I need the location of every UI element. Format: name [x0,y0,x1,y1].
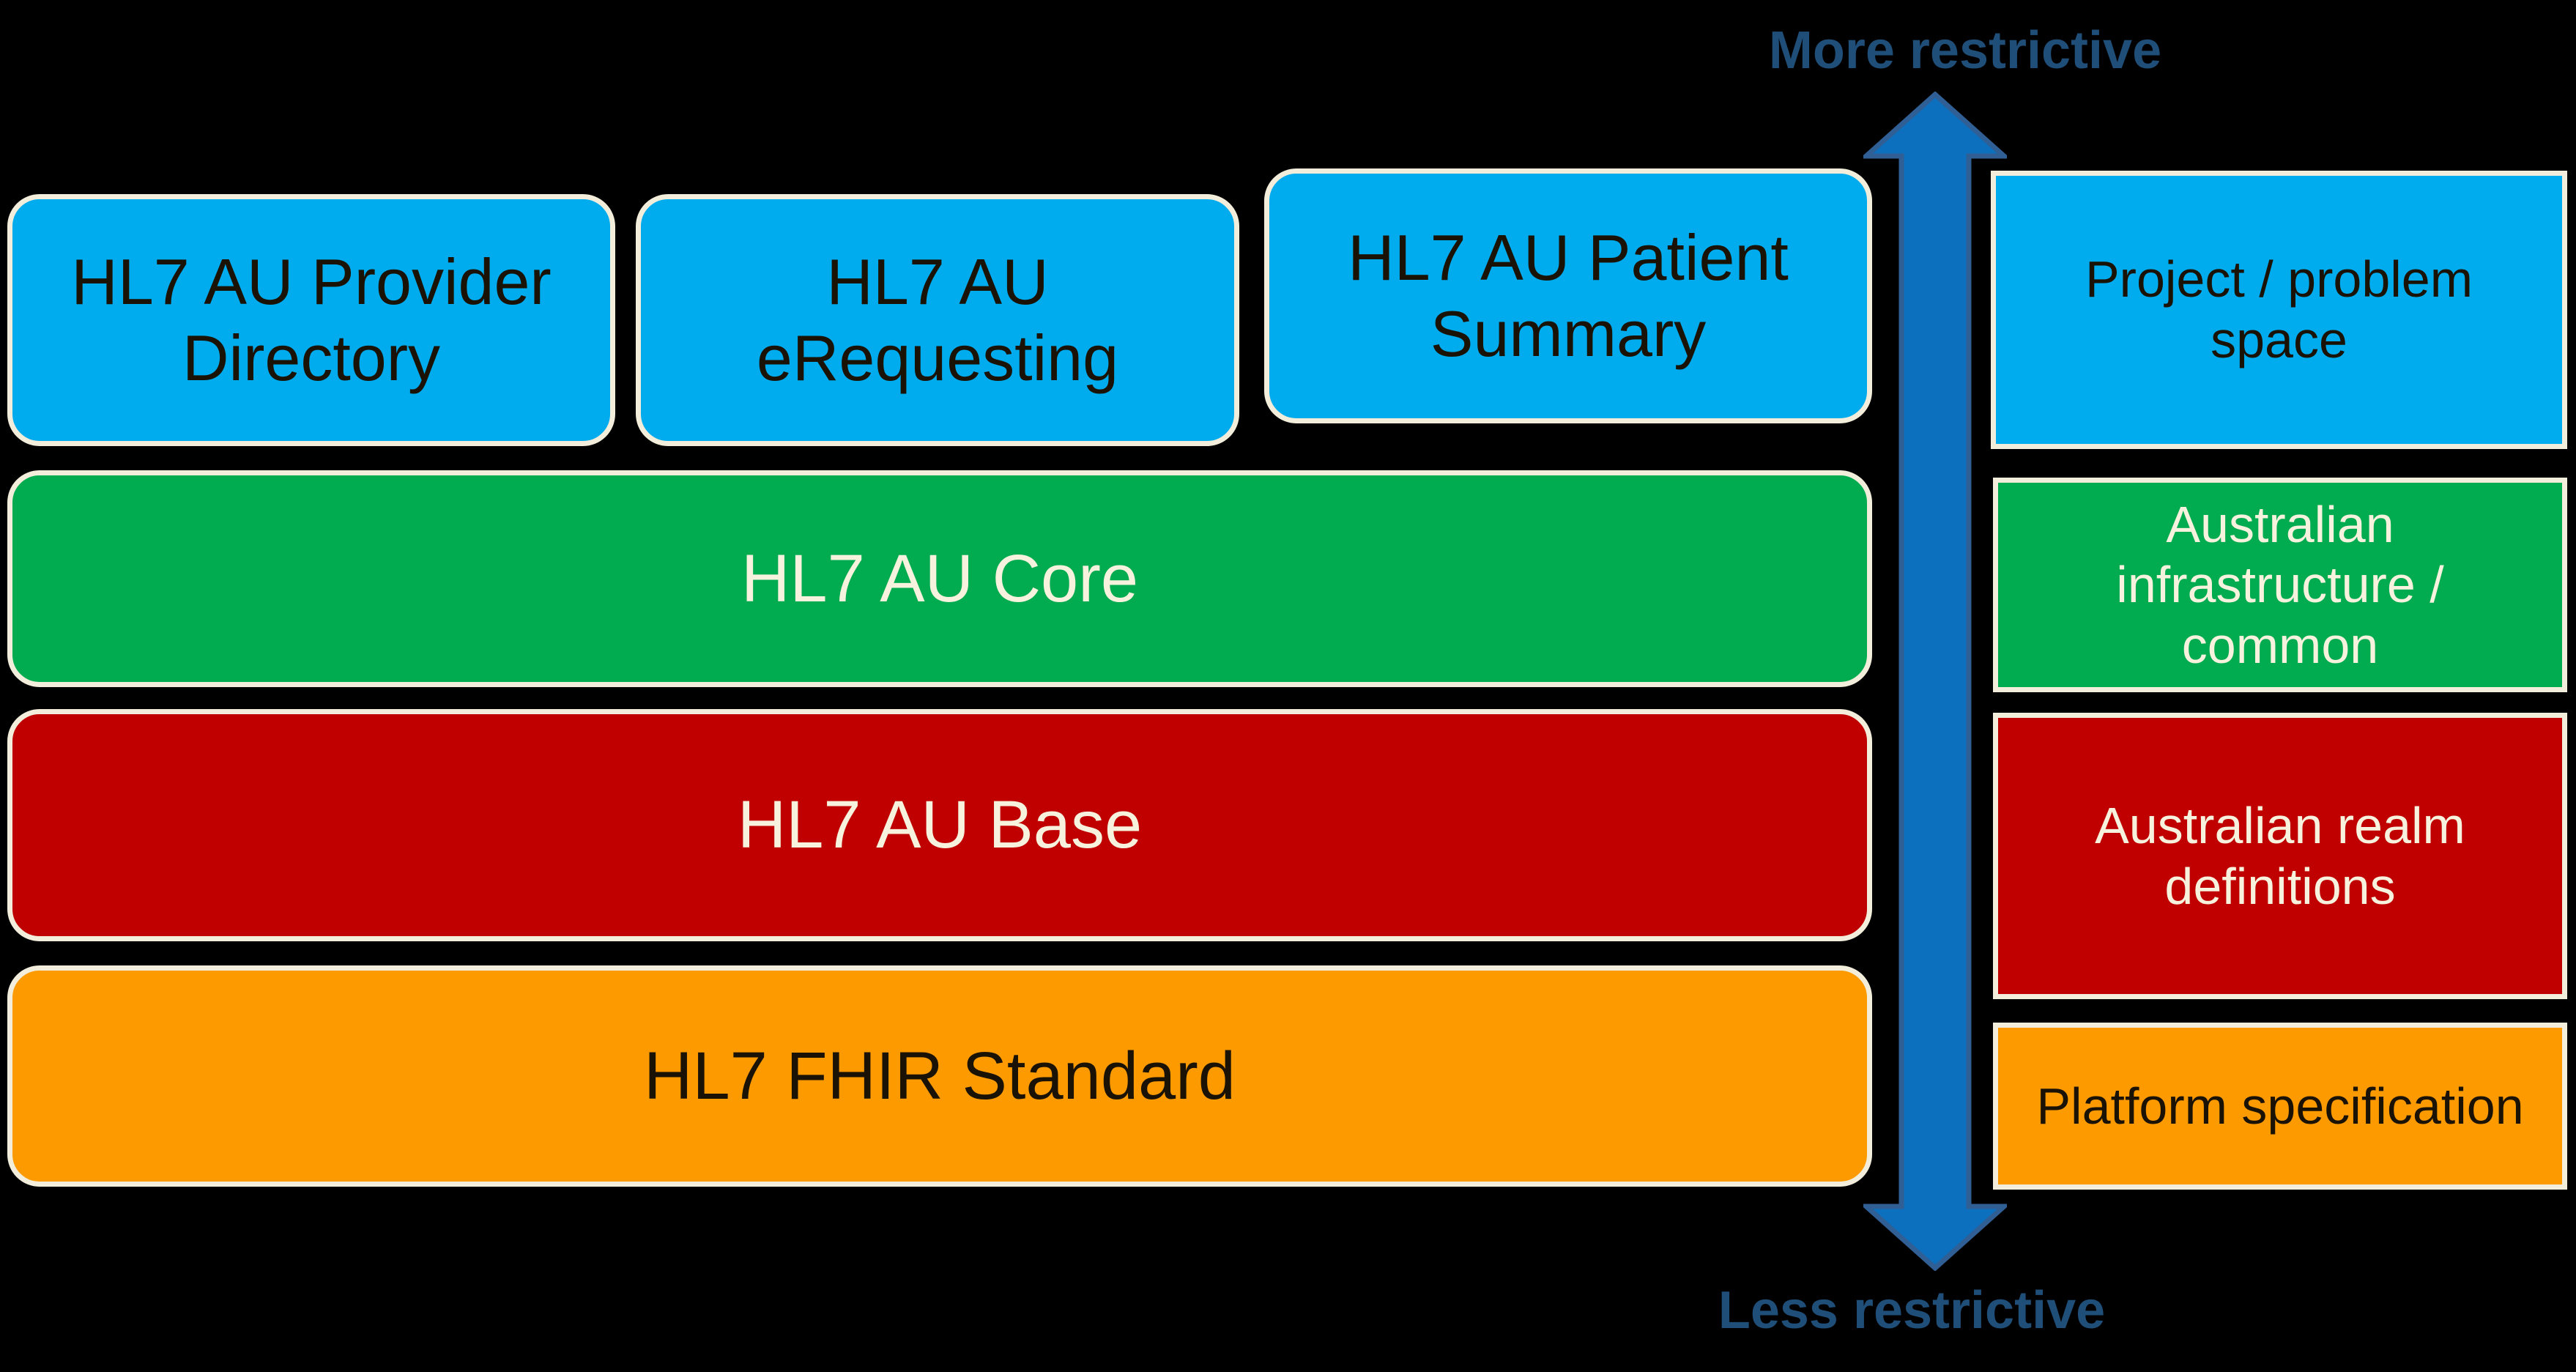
category-box-label: Australian infrastructure / common [2116,495,2444,674]
category-box-label: Project / problem space [2085,251,2473,368]
more-restrictive-label: More restrictive [1768,21,2162,80]
category-box-label: Australian realm definitions [2095,796,2465,915]
layer-box-hl7-au-erequesting: HL7 AU eRequesting [636,194,1239,446]
category-box-australian-infrastructure-common: Australian infrastructure / common [1993,478,2567,692]
category-box-platform-specification: Platform specification [1993,1023,2567,1190]
layer-box-hl7-au-provider-directory: HL7 AU Provider Directory [7,194,615,446]
category-box-label: Platform specification [2036,1077,2524,1135]
category-box-project-problem-space: Project / problem space [1991,171,2567,449]
layer-box-label: HL7 AU Patient Summary [1348,221,1789,370]
layer-box-hl7-fhir-standard: HL7 FHIR Standard [7,965,1872,1187]
double-arrow-shape [1863,92,2007,1271]
layer-box-label: HL7 AU Core [740,541,1139,616]
layer-box-hl7-au-base: HL7 AU Base [7,709,1872,941]
layer-box-label: HL7 FHIR Standard [644,1038,1236,1113]
less-restrictive-label: Less restrictive [1718,1281,2106,1340]
restrictiveness-double-arrow-icon [1863,92,2007,1271]
layer-box-hl7-au-patient-summary: HL7 AU Patient Summary [1264,168,1872,423]
category-box-australian-realm-definitions: Australian realm definitions [1993,713,2567,999]
layer-box-hl7-au-core: HL7 AU Core [7,470,1872,687]
layer-box-label: HL7 AU Base [737,787,1143,863]
layer-box-label: HL7 AU Provider Directory [71,245,552,394]
layer-box-label: HL7 AU eRequesting [756,245,1119,394]
